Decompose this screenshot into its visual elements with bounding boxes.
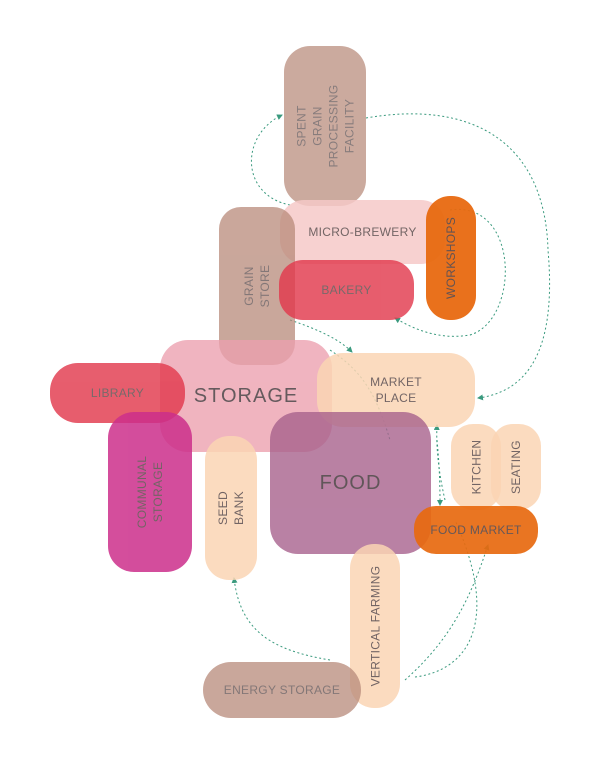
market-place-label: MARKET PLACE [370, 375, 422, 405]
library-label: LIBRARY [90, 386, 145, 400]
seed-bank: SEED BANK [205, 436, 257, 580]
flow-vertical-to-foodmarket [404, 544, 490, 681]
storage-label: STORAGE [193, 385, 299, 407]
flow-kitchen-to-market [433, 424, 446, 501]
communal-storage-label: COMMUNAL STORAGE [135, 455, 165, 529]
micro-brewery: MICRO-BREWERY [280, 200, 445, 264]
food: FOOD [270, 412, 431, 554]
food-label: FOOD [319, 472, 382, 494]
kitchen-label: KITCHEN [469, 439, 483, 495]
bakery-label: BAKERY [321, 283, 372, 297]
food-market-label: FOOD MARKET [430, 523, 522, 537]
communal-storage: COMMUNAL STORAGE [108, 412, 192, 572]
spent-grain-label: SPENT GRAIN PROCESSING FACILITY [294, 84, 357, 168]
grain-store-label: GRAIN STORE [242, 264, 272, 308]
workshops: WORKSHOPS [426, 196, 476, 320]
seating-label: SEATING [509, 440, 524, 494]
energy-storage: ENERGY STORAGE [203, 662, 361, 718]
spent-grain-processing-facility: SPENT GRAIN PROCESSING FACILITY [284, 46, 366, 206]
workshops-label: WORKSHOPS [444, 216, 459, 300]
seating: SEATING [491, 424, 541, 510]
energy-storage-label: ENERGY STORAGE [223, 683, 341, 697]
seed-bank-label: SEED BANK [216, 491, 246, 525]
vertical-farming-label: VERTICAL FARMING [368, 565, 383, 687]
flow-market-to-foodmarket [436, 439, 443, 506]
micro-brewery-label: MICRO-BREWERY [308, 225, 417, 239]
food-market: FOOD MARKET [414, 506, 538, 554]
flow-energy-to-seedbank [231, 577, 331, 661]
bakery: BAKERY [279, 260, 414, 320]
